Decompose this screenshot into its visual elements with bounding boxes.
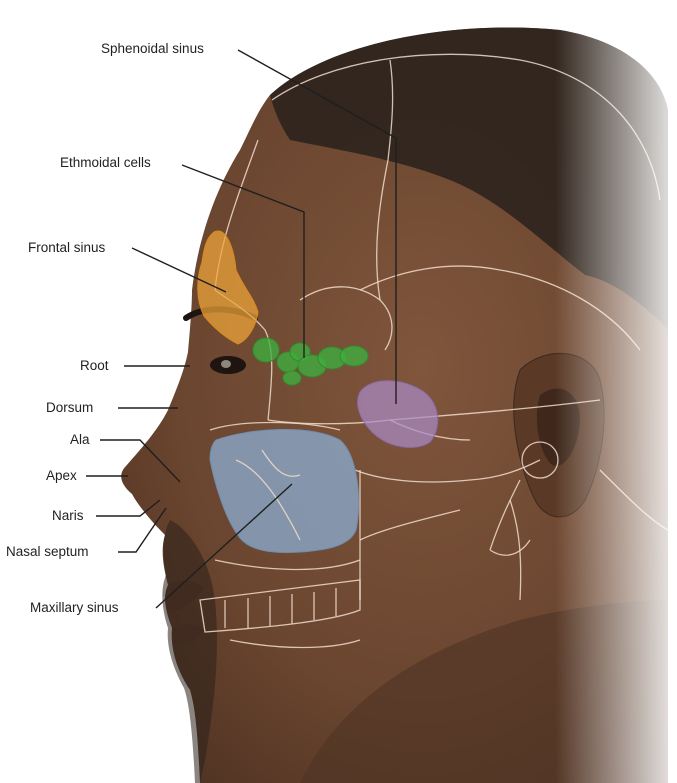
label-frontal-sinus: Frontal sinus bbox=[28, 240, 106, 255]
label-ala: Ala bbox=[70, 432, 90, 447]
label-dorsum: Dorsum bbox=[46, 400, 93, 415]
label-apex: Apex bbox=[46, 468, 77, 483]
label-nasal-septum: Nasal septum bbox=[6, 544, 89, 559]
label-sphenoidal-sinus: Sphenoidal sinus bbox=[101, 41, 204, 56]
label-root: Root bbox=[80, 358, 109, 373]
label-naris: Naris bbox=[52, 508, 84, 523]
label-maxillary-sinus: Maxillary sinus bbox=[30, 600, 119, 615]
label-ethmoidal-cells: Ethmoidal cells bbox=[60, 155, 151, 170]
